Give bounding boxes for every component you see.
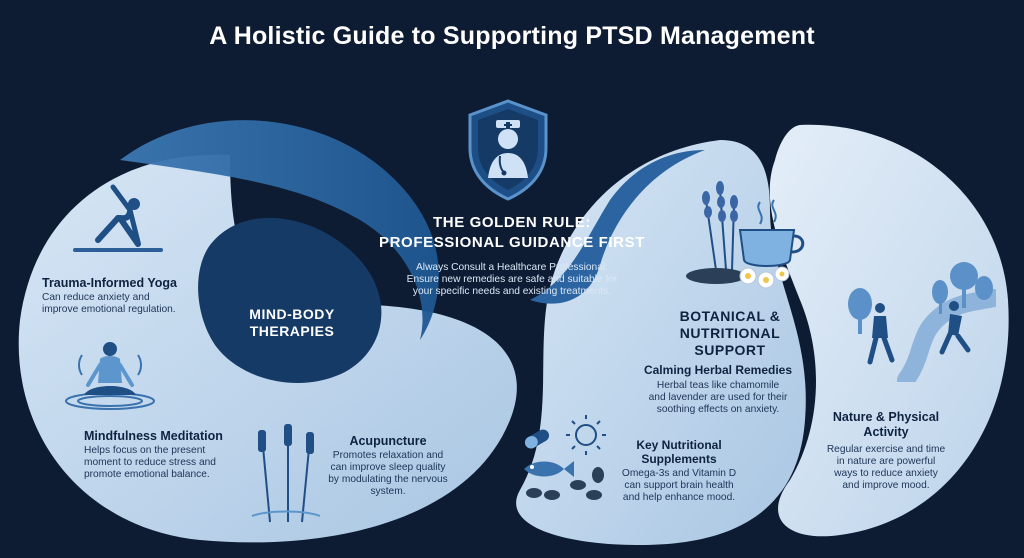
ribbon-shape xyxy=(120,120,439,340)
golden-rule-heading-line1: THE GOLDEN RULE: xyxy=(433,214,591,231)
nature-title-line1: Nature & Physical xyxy=(832,410,940,424)
acupuncture-body-line3: by modulating the nervous xyxy=(328,474,448,485)
lavender-tea-icon xyxy=(686,181,805,289)
right-lobe xyxy=(769,124,1009,537)
nature-body-line4: and improve mood. xyxy=(842,480,930,491)
golden-rule-subheading: Always Consult a Healthcare Professional… xyxy=(416,262,608,273)
mind-body-disc xyxy=(198,217,382,384)
acupuncture-body-line4: system. xyxy=(370,486,406,497)
herbal-title: Calming Herbal Remedies xyxy=(643,363,793,377)
herbal-body-line2: and lavender are used for their xyxy=(648,392,788,403)
nature-body-line2: in nature are powerful xyxy=(836,456,936,467)
supplements-title-line1: Key Nutritional xyxy=(636,438,722,452)
meditation-title: Mindfulness Meditation xyxy=(84,429,223,443)
walkers-trail-icon xyxy=(848,262,996,382)
botanical-label-line3: SUPPORT xyxy=(694,342,766,358)
acupuncture-title: Acupuncture xyxy=(349,434,427,448)
golden-rule-heading-line2: PROFESSIONAL GUIDANCE FIRST xyxy=(379,234,645,251)
nature-body-line1: Regular exercise and time xyxy=(826,444,946,455)
golden-rule-body-line1: Ensure new remedies are safe and suitabl… xyxy=(406,274,618,285)
yoga-title: Trauma-Informed Yoga xyxy=(42,276,177,290)
supplements-body-line1: Omega-3s and Vitamin D xyxy=(621,468,737,479)
meditation-icon xyxy=(65,342,155,410)
yoga-body-line1: Can reduce anxiety and xyxy=(42,292,150,303)
mind-body-label-line2: THERAPIES xyxy=(249,323,335,339)
right-swoosh xyxy=(530,150,705,304)
herbal-body-line1: Herbal teas like chamomile xyxy=(656,380,780,391)
nature-title-line2: Activity xyxy=(863,425,909,439)
page-title: A Holistic Guide to Supporting PTSD Mana… xyxy=(209,22,815,50)
botanical-label-line2: NUTRITIONAL xyxy=(679,325,781,341)
meditation-body-line3: promote emotional balance. xyxy=(84,469,210,480)
yoga-pose-icon xyxy=(73,184,163,252)
meditation-body-line1: Helps focus on the present xyxy=(84,445,206,456)
nature-body-line3: ways to reduce anxiety xyxy=(834,468,938,479)
supplements-body-line3: and help enhance mood. xyxy=(622,492,736,503)
herbal-body-line3: soothing effects on anxiety. xyxy=(656,404,780,415)
acupuncture-body-line1: Promotes relaxation and xyxy=(332,450,444,461)
yoga-body-line2: improve emotional regulation. xyxy=(42,304,176,315)
golden-rule-body-line2: your specific needs and existing treatme… xyxy=(412,286,612,297)
botanical-label-line1: BOTANICAL & xyxy=(679,308,781,324)
supplements-icon xyxy=(524,415,606,500)
meditation-body-line2: moment to reduce stress and xyxy=(84,457,216,468)
nurse-shield-icon xyxy=(468,99,548,201)
mind-body-label-line1: MIND-BODY xyxy=(249,306,335,322)
acupuncture-needles-icon xyxy=(251,424,321,523)
supplements-body-line2: can support brain health xyxy=(624,480,734,491)
supplements-title-line2: Supplements xyxy=(641,452,717,466)
acupuncture-body-line2: can improve sleep quality xyxy=(330,462,446,473)
